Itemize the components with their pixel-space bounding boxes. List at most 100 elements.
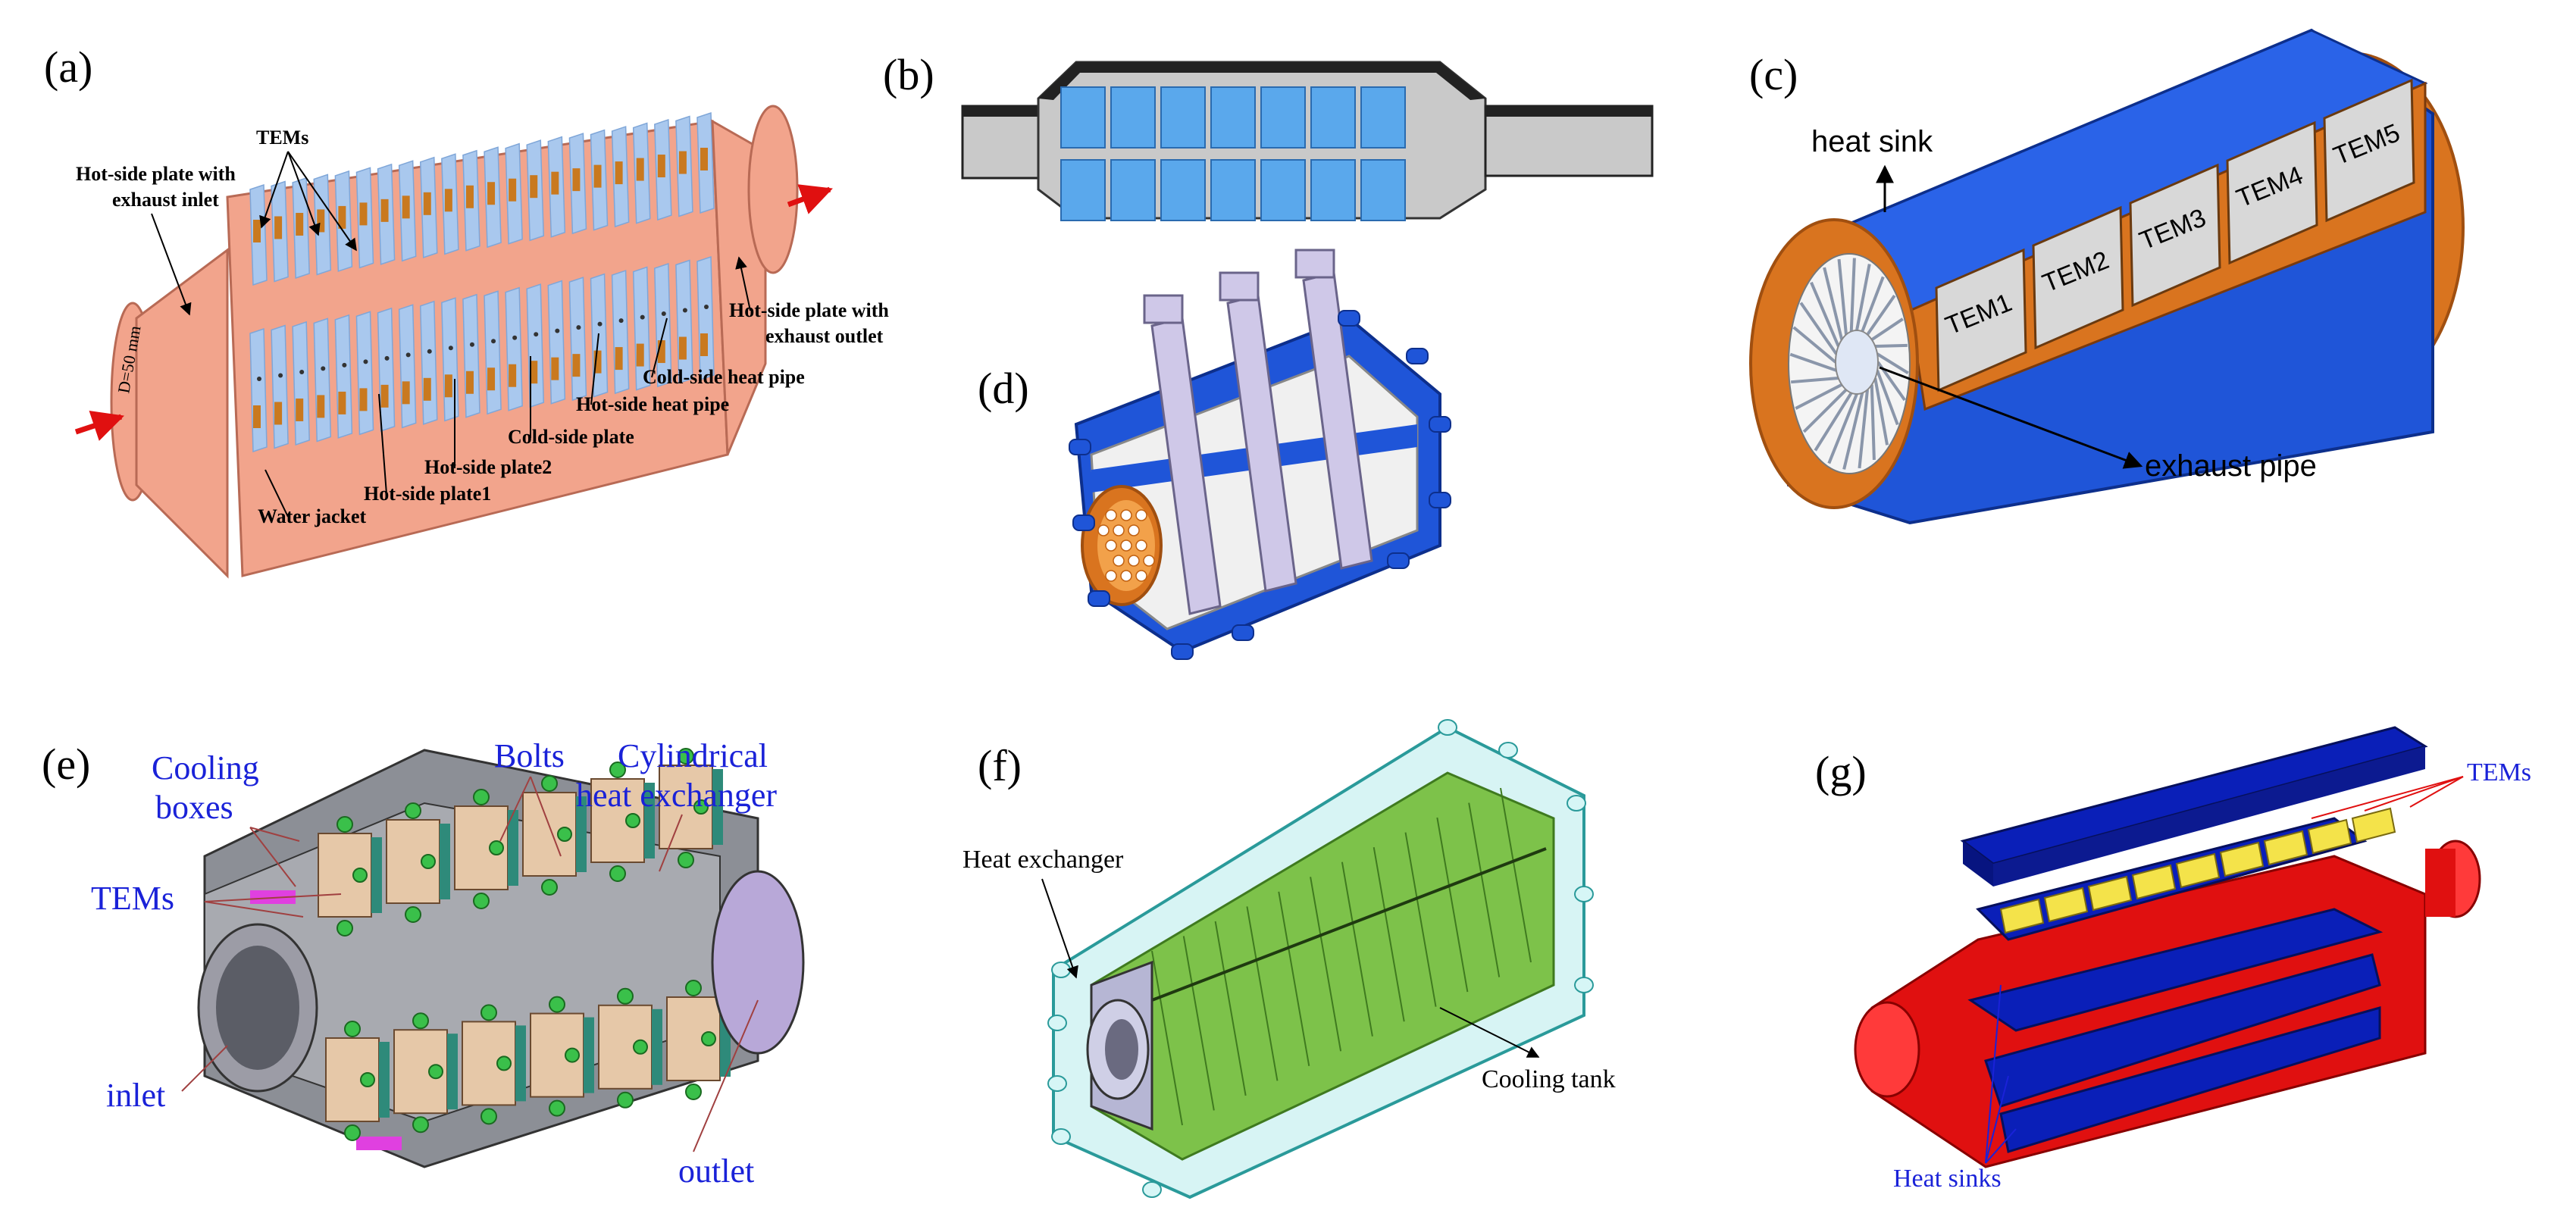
fin [1436, 817, 1469, 993]
tem-module [253, 405, 261, 428]
tank-port [1574, 977, 1594, 993]
tem-layer [508, 810, 518, 886]
fan-blade [1858, 389, 1869, 469]
tem-module [615, 161, 623, 185]
label-boxes: boxes [155, 789, 233, 826]
fan-blade [1876, 352, 1909, 375]
seam [1151, 847, 1547, 1002]
fan-blade [1795, 383, 1843, 410]
label-cooling-tank: Cooling tank [1482, 1065, 1616, 1093]
label-heat-sink: heat sink [1811, 125, 1933, 158]
tem-module [2351, 807, 2396, 843]
hole [1135, 509, 1147, 521]
panel-d: (d) [978, 249, 1451, 660]
hole [1097, 524, 1110, 536]
fan-blade [1791, 377, 1839, 384]
panel-g-letter: (g) [1815, 747, 1867, 796]
bolt [480, 1004, 497, 1021]
tem-plate-bottom [313, 317, 332, 443]
fin [1468, 802, 1501, 977]
bolt [625, 813, 640, 828]
tem-plate-bottom [568, 277, 587, 402]
label-bolts: Bolts [494, 737, 565, 774]
label-hot-heat-pipe: Hot-side heat pipe [576, 393, 729, 415]
label-exhaust-pipe: exhaust pipe [2145, 449, 2317, 483]
bolt [678, 748, 694, 765]
exhaust-body [1870, 855, 2427, 1168]
bolt [678, 852, 694, 868]
tem-layer [371, 837, 382, 913]
tem-tile [1060, 86, 1106, 149]
bolt-hole [597, 321, 603, 327]
tem-tile [1260, 86, 1306, 149]
fin [1151, 950, 1183, 1126]
bolt-hole [427, 349, 432, 354]
label-hot-plate1: Hot-side plate1 [364, 483, 491, 505]
fin [1182, 936, 1215, 1111]
tem-module [509, 364, 517, 387]
bolt [693, 799, 709, 815]
hole [1113, 524, 1125, 536]
tem-module [274, 216, 283, 239]
bolt-hole [704, 305, 709, 309]
label-tems: TEMs [2467, 758, 2531, 786]
fan-blade [1855, 264, 1871, 331]
fin-lines [1151, 787, 1547, 1126]
panel-e-letter: (e) [42, 740, 90, 789]
bolt [480, 1108, 497, 1125]
fan-blade [1823, 267, 1844, 340]
bolt [405, 802, 421, 819]
tem-module [700, 148, 708, 170]
bolt [489, 840, 504, 855]
bolt-hole [512, 335, 518, 340]
inlet-pipe [961, 105, 1040, 180]
label-heat-exchanger: heat exchanger [576, 777, 777, 814]
bolt [336, 816, 353, 833]
tem-plate-bottom [696, 255, 715, 381]
inlet-cone [135, 248, 229, 579]
fan-blade [1802, 388, 1848, 433]
coolant-tube [1072, 514, 1095, 531]
fin [1310, 877, 1342, 1052]
tem-plate-bottom [462, 293, 480, 418]
label-hot-inlet-2: exhaust inlet [112, 189, 219, 211]
fan-blade [1842, 392, 1864, 470]
label-hot-inlet-1: Hot-side plate with [76, 163, 236, 185]
bolt-hole [363, 359, 368, 364]
tem-module [2263, 830, 2308, 866]
hole [1105, 570, 1117, 582]
tem-module [2323, 78, 2415, 223]
panel-g: (g) TEMs Heat sinks [1815, 726, 2531, 1193]
bolt [473, 789, 490, 805]
tem-plate-bottom [484, 290, 502, 415]
tem-module [1999, 898, 2045, 934]
tem-plate-bottom [355, 311, 374, 436]
coolant-tube [1088, 590, 1110, 607]
bolt-hole [618, 318, 624, 324]
tem-tile [1360, 159, 1406, 221]
tank-port [1574, 886, 1594, 902]
coolant-tube [1429, 416, 1451, 433]
panel-f: (f) Heat exchanger Cooling tank [962, 719, 1616, 1199]
tem-module [2043, 887, 2089, 923]
bolt [412, 1116, 429, 1134]
tem-module [2219, 841, 2265, 877]
label-hot-outlet-2: exhaust outlet [765, 325, 884, 347]
tem-plate-bottom [334, 314, 353, 439]
fan-blade [1849, 258, 1856, 332]
tem-layer [712, 769, 723, 845]
fan-blade [1866, 294, 1896, 336]
hole [1143, 555, 1155, 567]
tem-tile [1160, 159, 1206, 221]
tem-row [1999, 807, 2396, 934]
coolant-tube [1387, 552, 1410, 569]
tank-port [1051, 1128, 1071, 1145]
label-cylindrical: Cylindrical [618, 737, 768, 774]
fin [1214, 921, 1247, 1096]
fan-blade [1837, 258, 1848, 335]
tem-plate-bottom [249, 327, 268, 453]
tank-ports [1047, 719, 1594, 1198]
bolt [549, 996, 565, 1013]
bolt-hole [640, 314, 645, 320]
fan-icon [1789, 258, 1909, 470]
